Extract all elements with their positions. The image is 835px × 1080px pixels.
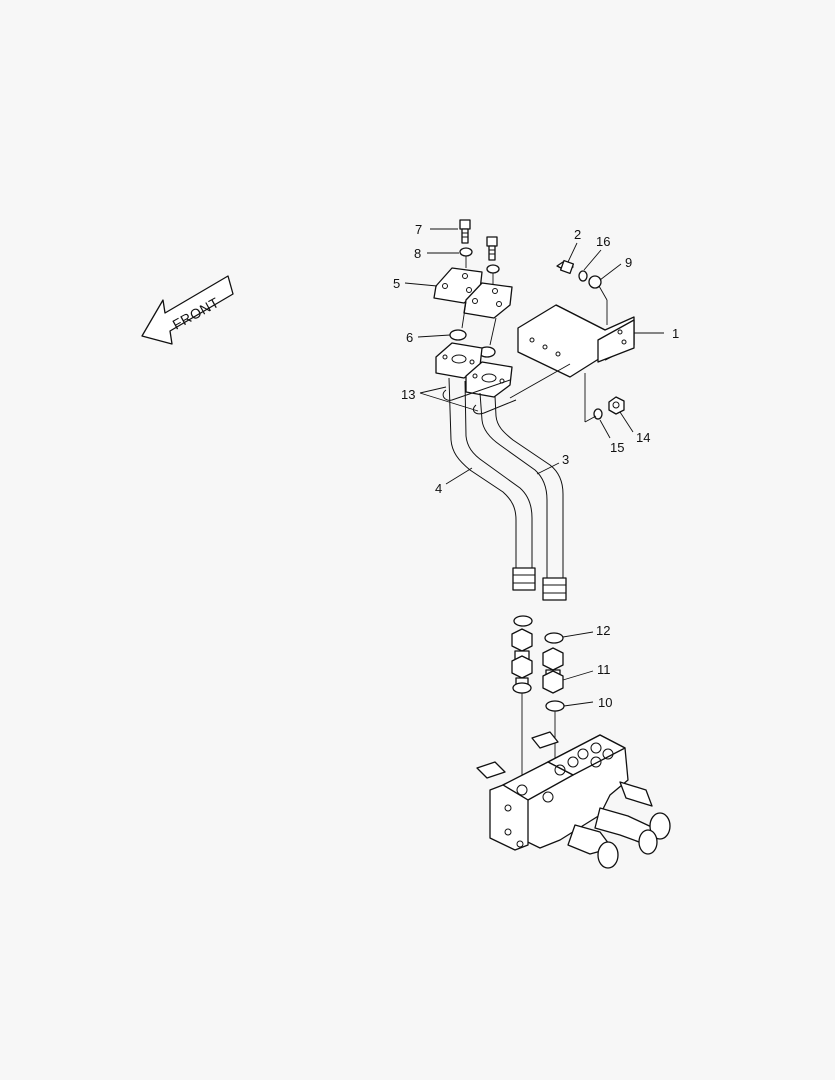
u-bolt-right: [472, 399, 517, 415]
callout-7: 7: [415, 222, 422, 237]
nut-14: [608, 396, 625, 415]
u-bolt-left: [442, 379, 511, 401]
o-ring-12-right: [544, 632, 564, 644]
bracket: [517, 304, 635, 378]
bolt-left: [459, 219, 471, 244]
clamp-plate-left: [433, 267, 483, 304]
tube-3: [479, 392, 567, 601]
callout-12: 12: [596, 623, 610, 638]
adapter-11-right: [542, 647, 564, 694]
o-ring-10-right: [545, 700, 565, 712]
lock-washer-16: [578, 270, 588, 282]
callout-3: 3: [562, 452, 569, 467]
o-ring-upper-left: [449, 329, 467, 341]
callout-16: 16: [596, 234, 610, 249]
washer-9: [588, 275, 602, 289]
callout-13: 13: [401, 387, 415, 402]
o-ring-12-left: [513, 615, 533, 627]
control-valve: [476, 731, 671, 869]
callout-8: 8: [414, 246, 421, 261]
leader-lines: [404, 228, 664, 707]
callout-2: 2: [574, 227, 581, 242]
adapter-11-left: [511, 628, 533, 685]
callout-1: 1: [672, 326, 679, 341]
washer-15: [593, 408, 603, 420]
callout-5: 5: [393, 276, 400, 291]
callout-14: 14: [636, 430, 650, 445]
tube-4: [448, 377, 536, 591]
callout-9: 9: [625, 255, 632, 270]
callout-6: 6: [406, 330, 413, 345]
washer-left: [459, 247, 473, 257]
callout-4: 4: [435, 481, 442, 496]
bolt-right: [486, 236, 498, 261]
washer-right: [486, 264, 500, 274]
callout-10: 10: [598, 695, 612, 710]
front-arrow: FRONT: [141, 275, 234, 345]
callout-11: 11: [597, 662, 611, 677]
o-ring-10-left: [512, 682, 532, 694]
bolt-2: [556, 259, 575, 275]
callout-15: 15: [610, 440, 624, 455]
